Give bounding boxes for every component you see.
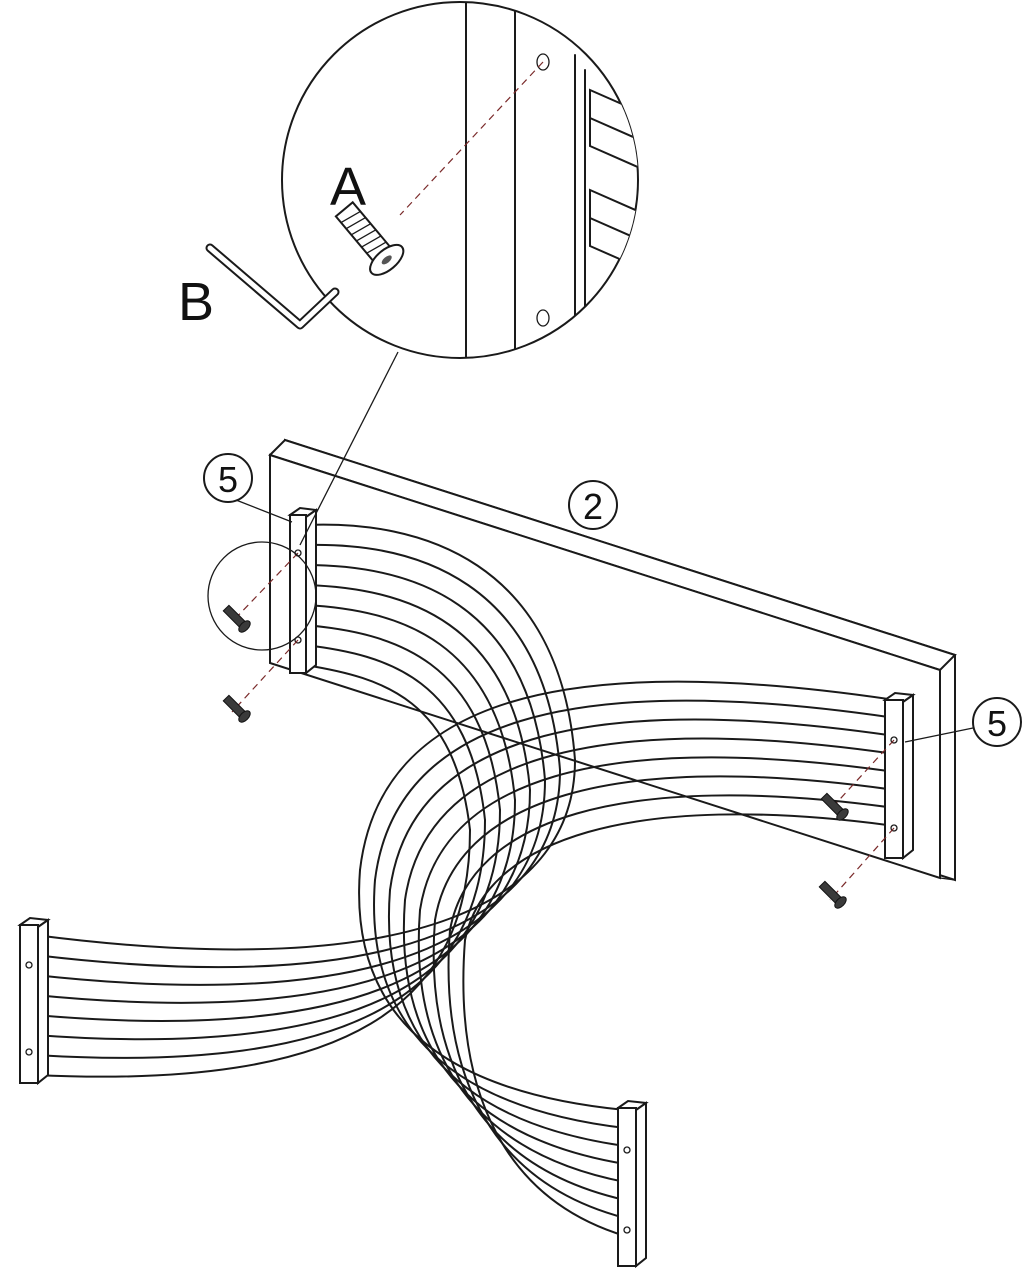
part-callout-left: 5 [203, 453, 293, 523]
left-screws [222, 552, 299, 723]
screw-icon [222, 694, 251, 723]
back-board [268, 438, 957, 882]
curved-slat-bundle [34, 523, 896, 1237]
part-label-right: 5 [987, 703, 1007, 744]
screw-icon [818, 880, 847, 909]
part-callout-right: 5 [904, 697, 1022, 747]
right-bracket [882, 691, 916, 861]
screw-a-icon [334, 200, 405, 276]
magnified-detail [281, 1, 639, 359]
left-bottom-bracket [17, 916, 51, 1086]
right-screws [818, 739, 895, 909]
allen-key-icon [205, 243, 340, 330]
part-callout-board: 2 [568, 480, 618, 530]
screw-icon [820, 792, 849, 821]
label-allen-key-b: B [178, 272, 214, 332]
screw-icon [222, 604, 251, 633]
part-label-board: 2 [583, 486, 603, 527]
bottom-right-bracket [615, 1099, 649, 1269]
part-label-left: 5 [218, 459, 238, 500]
label-screw-a: A [330, 157, 366, 217]
left-top-bracket [287, 506, 319, 676]
zoom-leader-line [299, 351, 399, 546]
detail-focus-circle [207, 541, 317, 651]
